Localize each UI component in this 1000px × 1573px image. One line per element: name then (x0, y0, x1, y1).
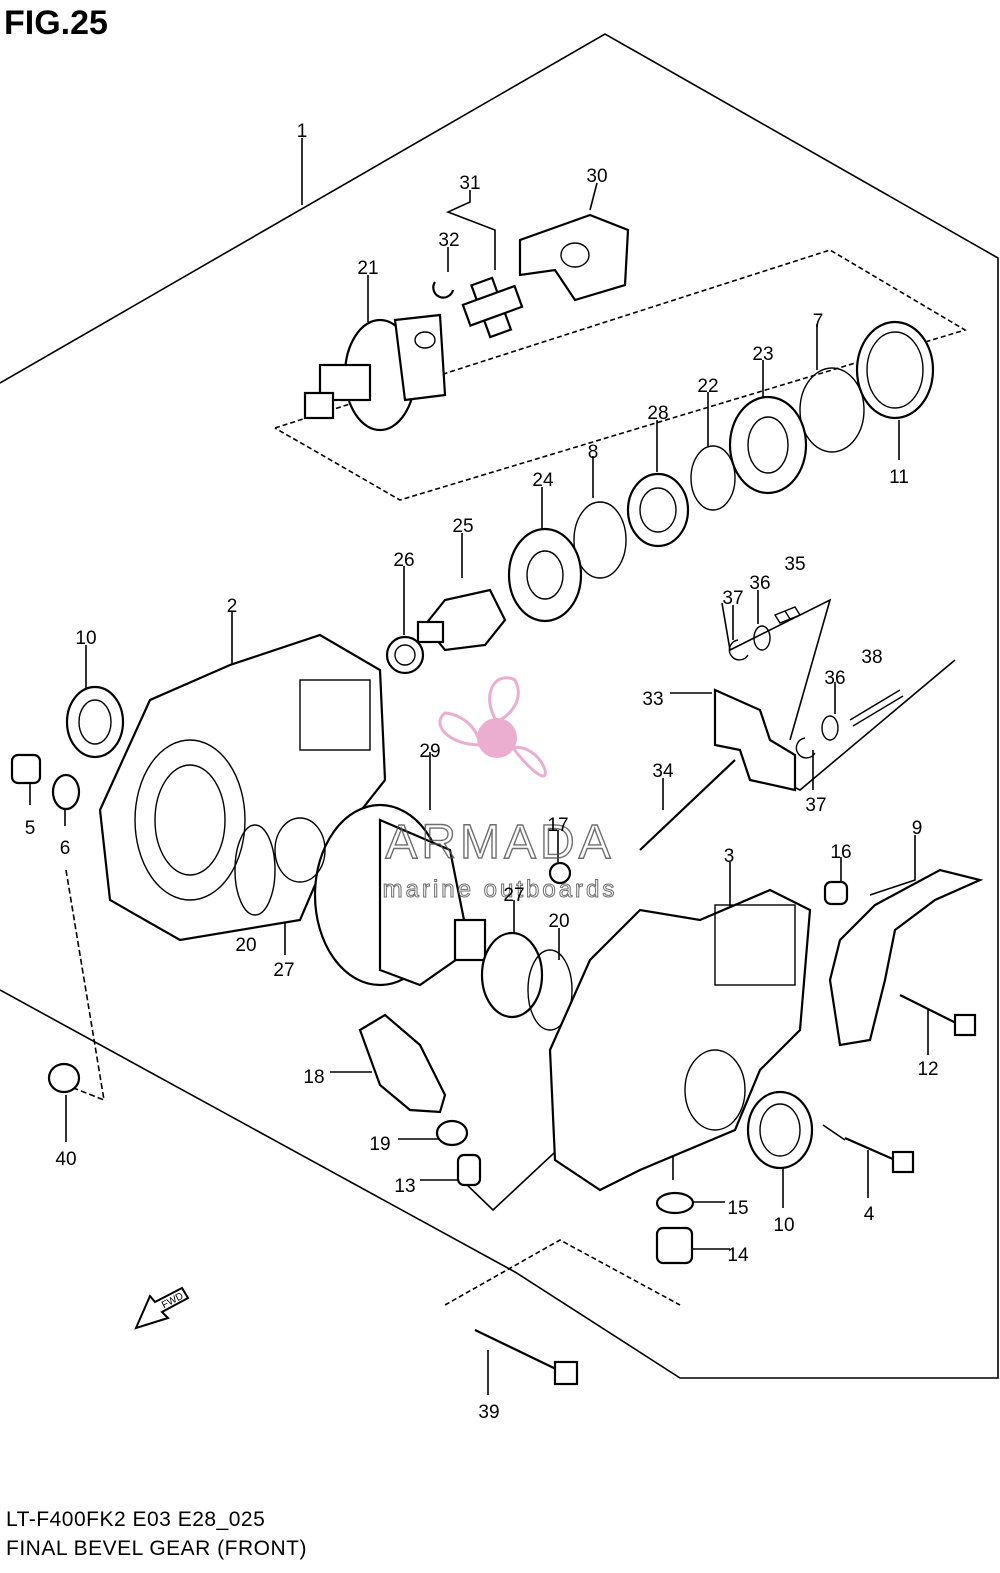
boot-clamp-pin-part (358, 1013, 482, 1187)
callout-20b: 20 (548, 911, 569, 932)
callout-8: 8 (588, 442, 599, 463)
input-yoke-shaft-part (303, 313, 447, 432)
callout-37a: 37 (722, 588, 743, 609)
gear-case-left-part (98, 633, 387, 942)
pinion-gear-part (385, 588, 507, 675)
fwd-direction-arrow: FWD (134, 1286, 190, 1330)
callout-15: 15 (727, 1198, 748, 1219)
callout-27b: 27 (273, 960, 294, 981)
fwd-label: FWD (160, 1291, 185, 1311)
ring-gear-part (234, 803, 573, 1031)
gear-case-right-part (548, 888, 812, 1192)
callout-10b: 10 (773, 1215, 794, 1236)
callout-36b: 36 (824, 668, 845, 689)
callout-13: 13 (394, 1176, 415, 1197)
universal-joint-part (432, 276, 524, 339)
callout-7: 7 (813, 311, 824, 332)
callout-25: 25 (452, 516, 473, 537)
callout-23: 23 (752, 344, 773, 365)
propeller-icon (438, 676, 547, 778)
lower-seals-bolts (655, 1090, 915, 1265)
callout-4: 4 (864, 1204, 875, 1225)
yoke-part (518, 213, 630, 302)
callout-18: 18 (303, 1067, 324, 1088)
callout-1: 1 (297, 121, 308, 142)
callout-35: 35 (784, 554, 805, 575)
nut-and-long-bolt (47, 1062, 579, 1386)
assembly-name: FINAL BEVEL GEAR (FRONT) (6, 1537, 307, 1560)
callout-10a: 10 (75, 628, 96, 649)
bearings-and-rings (507, 320, 935, 623)
callout-22: 22 (697, 376, 718, 397)
callout-33: 33 (642, 689, 663, 710)
callout-39: 39 (478, 1402, 499, 1423)
armada-watermark: ARMADA marine outboards (382, 676, 618, 904)
callout-19: 19 (369, 1134, 390, 1155)
callout-11: 11 (889, 467, 909, 488)
callout-28: 28 (647, 403, 668, 424)
bracket-bolts-part (548, 861, 984, 1047)
callout-16: 16 (830, 842, 851, 863)
callout-27a: 27 (503, 885, 524, 906)
left-seal-plug-washer (10, 685, 125, 811)
callout-37b: 37 (805, 795, 826, 816)
callout-32: 32 (438, 230, 459, 251)
callout-31: 31 (459, 173, 480, 194)
arrow-down-left-icon (134, 1286, 190, 1330)
callout-20a: 20 (235, 935, 256, 956)
figure-title: FIG.25 (4, 4, 108, 42)
callout-29: 29 (419, 741, 440, 762)
callout-34: 34 (652, 761, 674, 782)
yoke-subassembly-outline (274, 249, 967, 501)
watermark-tagline: marine outboards (383, 876, 618, 903)
callout-24: 24 (532, 470, 554, 491)
callout-40: 40 (55, 1149, 76, 1170)
callout-14: 14 (727, 1245, 749, 1266)
callout-2: 2 (227, 596, 238, 617)
model-code: LT-F400FK2 E03 E28_025 (6, 1508, 266, 1531)
callout-30: 30 (586, 166, 607, 187)
shift-fork-part (639, 606, 904, 851)
callout-36a: 36 (749, 573, 770, 594)
callout-12: 12 (917, 1059, 938, 1080)
callout-17: 17 (547, 815, 568, 836)
callout-6: 6 (60, 838, 71, 859)
callout-5: 5 (25, 818, 36, 839)
assembly-outline (0, 33, 999, 1379)
callout-21: 21 (357, 258, 378, 279)
callout-9: 9 (912, 818, 923, 839)
callout-38: 38 (861, 647, 882, 668)
callout-3: 3 (724, 846, 735, 867)
watermark-brand: ARMADA (385, 816, 614, 869)
callout-26: 26 (393, 550, 414, 571)
